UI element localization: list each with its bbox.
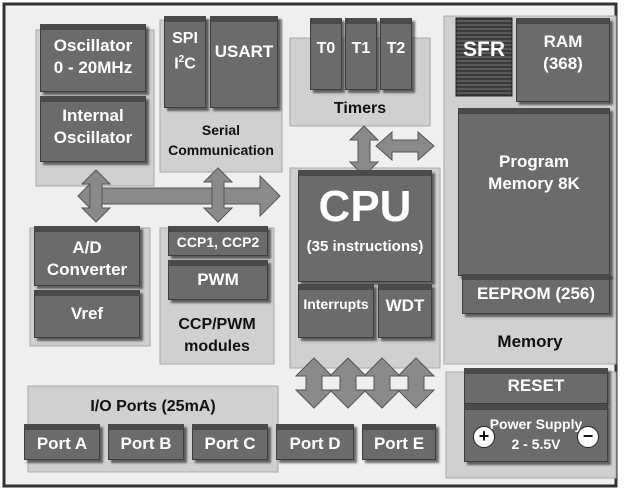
wdt-block: WDT [378,284,432,338]
power-supply-line1: Power Supply [489,416,583,432]
ccp-label: CCP1, CCP2 [176,234,260,250]
minus-terminal-icon: − [577,426,599,448]
ad-converter-line2: Converter [46,260,128,279]
bus-arrow-serial [202,167,234,223]
timer-t0-label: T0 [316,40,336,57]
usart-block: USART [210,16,278,108]
ram-block: RAM (368) [516,18,610,102]
eeprom-label: EEPROM (256) [476,284,596,303]
ram-size: (368) [543,54,583,73]
sfr-chip-body [455,17,513,97]
oscillator-label: Oscillator [53,36,133,55]
internal-oscillator-block: Internal Oscillator [40,96,146,162]
ccp-pwm-label-1: CCP/PWM [178,316,256,333]
power-supply-line2: 2 - 5.5V [511,436,561,452]
i2c-label-sup: 2 [178,54,185,65]
bus-arrow-memory [375,130,435,162]
port-e-label: Port E [373,434,425,453]
reset-block: RESET [464,368,608,404]
port-e-block: Port E [362,424,436,460]
port-a-label: Port A [36,434,88,453]
io-arrow-4 [396,357,436,409]
timers-label: Timers [333,100,387,117]
wdt-label: WDT [385,296,425,315]
sfr-block: SFR [456,18,512,96]
timer-t2-label: T2 [386,40,406,57]
program-memory-line1: Program [499,152,569,171]
vref-block: Vref [34,290,140,338]
cpu-block: CPU (35 instructions) [298,170,432,282]
port-d-block: Port D [276,424,354,460]
io-bus-arrows [294,357,436,409]
plus-terminal-icon: + [473,426,495,448]
port-c-label: Port C [204,434,256,453]
timer-t0-block: T0 [310,18,342,90]
internal-oscillator-line2: Oscillator [53,128,133,147]
serial-label-1: Serial [201,122,241,138]
port-c-block: Port C [192,424,268,460]
io-arrow-1 [294,357,334,409]
port-b-block: Port B [108,424,184,460]
sfr-label: SFR [463,38,505,61]
interrupts-label: Interrupts [303,296,369,312]
oscillator-frequency: 0 - 20MHz [53,58,133,77]
port-a-block: Port A [24,424,100,460]
usart-label: USART [214,42,274,61]
timer-t1-block: T1 [345,18,377,90]
io-arrow-2 [328,357,368,409]
spi-i2c-block: SPI I2C [164,16,206,108]
internal-oscillator-line1: Internal [62,106,124,125]
program-memory-line2: Memory 8K [488,174,580,193]
i2c-label-tail: C [184,55,196,73]
vref-label: Vref [70,304,104,323]
cpu-instructions: (35 instructions) [306,238,424,255]
ad-converter-block: A/D Converter [34,226,140,286]
memory-label: Memory [497,332,563,351]
i2c-label-main: I [174,55,179,73]
spi-label: SPI [172,30,198,47]
serial-label-2: Communication [168,142,274,158]
power-supply-block: Power Supply 2 - 5.5V + − [464,404,608,462]
ccp-block: CCP1, CCP2 [168,226,268,256]
port-b-label: Port B [120,434,172,453]
timer-t2-block: T2 [380,18,412,90]
ccp-pwm-label-2: modules [184,338,250,355]
pwm-block: PWM [168,260,268,300]
ad-converter-line1: A/D [72,238,102,257]
reset-label: RESET [507,376,565,395]
timer-t1-label: T1 [351,40,371,57]
bus-arrow-oscillator [80,169,112,223]
i2c-label: I2C [165,54,205,73]
cpu-label: CPU [318,182,412,231]
io-ports-label: I/O Ports (25mA) [90,398,216,415]
pwm-label: PWM [197,270,239,289]
oscillator-block: Oscillator 0 - 20MHz [40,24,146,92]
program-memory-block: Program Memory 8K [458,108,610,276]
interrupts-block: Interrupts [298,284,374,338]
port-d-label: Port D [289,434,341,453]
eeprom-block: EEPROM (256) [462,274,610,314]
ram-label: RAM [543,32,583,51]
io-arrow-3 [362,357,402,409]
